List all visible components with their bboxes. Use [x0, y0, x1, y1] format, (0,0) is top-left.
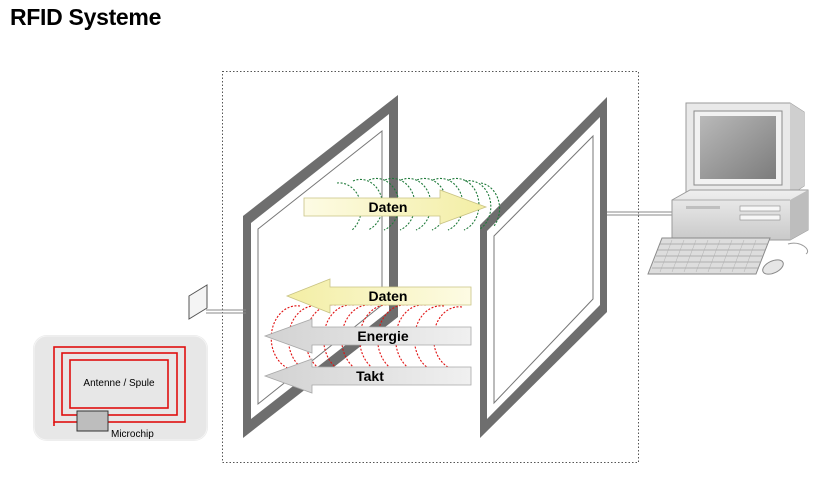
data-arrow-to-tag-label: Daten: [369, 288, 408, 304]
computer-icon: [647, 102, 809, 275]
data-arrow-to-reader: Daten: [303, 189, 488, 225]
data-arrow-to-reader-label: Daten: [369, 199, 408, 215]
energy-arrow: Energie: [263, 318, 472, 354]
rfid-tag-card: Antenne / Spule Microchip: [33, 335, 208, 441]
microchip-icon: [76, 410, 109, 432]
connector-plate: [188, 284, 208, 320]
field-boundary-box: [222, 71, 639, 463]
microchip-label: Microchip: [111, 429, 154, 440]
page-title: RFID Systeme: [10, 4, 162, 30]
coil-antenna: [53, 346, 186, 426]
energy-arrow-label: Energie: [357, 328, 409, 344]
antenna-label: Antenne / Spule: [83, 378, 155, 389]
tag-antenna-frame: [243, 95, 398, 438]
data-arrow-to-tag: Daten: [285, 278, 472, 314]
reader-cable: [607, 211, 672, 216]
reader-antenna-frame: [480, 97, 607, 438]
clock-arrow-label: Takt: [356, 368, 384, 384]
clock-arrow: Takt: [263, 358, 472, 394]
tag-cable: [188, 284, 246, 320]
